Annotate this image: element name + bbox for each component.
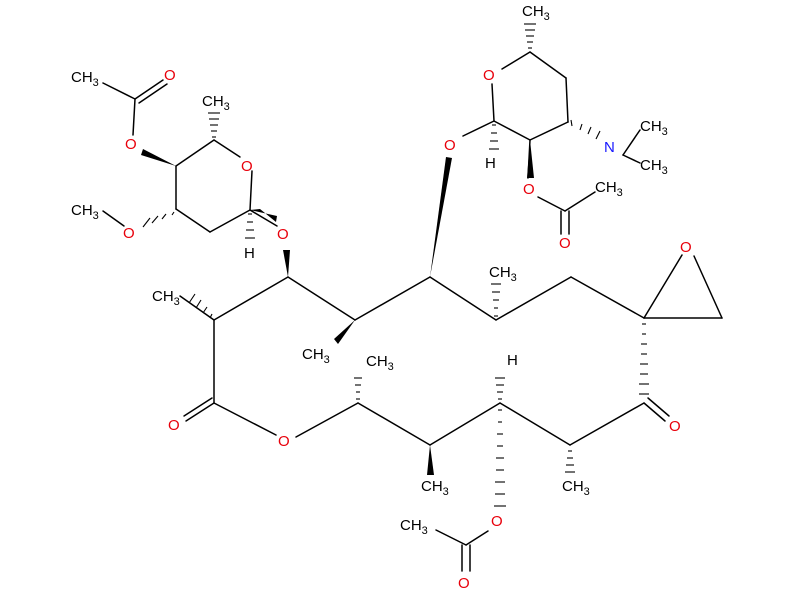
atom-ch3: CH3 — [640, 118, 668, 138]
atom-o: O — [277, 226, 289, 243]
bond — [175, 139, 215, 167]
bond — [209, 209, 251, 233]
atom-labels: O CH3 O CH3 O CH3 O H O CH3 O O H N CH3 … — [71, 3, 692, 592]
bond — [622, 154, 641, 164]
bonds — [102, 51, 723, 572]
wedge-bond — [250, 209, 277, 222]
bond — [357, 402, 431, 446]
bond — [102, 82, 136, 100]
bond — [354, 276, 431, 321]
bond — [529, 121, 569, 141]
bond — [132, 98, 136, 136]
atom-o: O — [125, 136, 137, 153]
atom-h: H — [244, 245, 255, 262]
atom-ch3: CH3 — [71, 202, 99, 222]
atom-ch3: CH3 — [522, 3, 550, 23]
atom-ch3: CH3 — [640, 157, 668, 177]
atom-ch3: CH3 — [366, 353, 394, 373]
hashed-bonds — [142, 23, 649, 507]
bond — [429, 276, 497, 321]
bond — [570, 276, 645, 319]
atom-o: O — [168, 417, 180, 434]
atom-o: O — [278, 433, 290, 450]
bond — [643, 402, 666, 422]
bond — [564, 191, 596, 212]
bond — [499, 402, 571, 446]
wedge-bond — [430, 157, 452, 277]
bond — [622, 129, 641, 156]
atom-ch3: CH3 — [302, 346, 330, 366]
atom-ch3: CH3 — [489, 264, 517, 284]
bond — [495, 276, 572, 321]
bond — [643, 254, 683, 319]
bond — [529, 51, 567, 79]
bond — [213, 139, 241, 158]
bond — [501, 51, 531, 70]
atom-ch3: CH3 — [595, 179, 623, 199]
bond — [647, 397, 670, 417]
wedge-bond — [141, 149, 176, 166]
bond — [295, 402, 359, 438]
wedge-bond — [283, 250, 290, 277]
bond — [565, 77, 569, 123]
bond — [462, 120, 495, 137]
wedge-bond — [334, 320, 355, 344]
atom-ch3: CH3 — [562, 478, 590, 498]
bond — [249, 170, 253, 211]
bond — [185, 402, 215, 422]
atom-o: O — [458, 575, 470, 592]
atom-o: O — [123, 225, 135, 242]
bond — [183, 397, 213, 417]
atom-o: O — [669, 418, 681, 435]
bond — [491, 83, 495, 122]
atom-o: O — [523, 181, 535, 198]
wedge-bonds — [141, 140, 534, 475]
bond — [537, 196, 566, 212]
atom-n: N — [604, 139, 615, 156]
bond — [213, 276, 289, 321]
atom-ch3: CH3 — [202, 93, 230, 113]
atom-h: H — [485, 155, 496, 172]
bond — [213, 402, 277, 436]
atom-o: O — [559, 235, 571, 252]
bond — [435, 529, 467, 546]
bond — [287, 276, 356, 321]
bond — [429, 402, 501, 446]
atom-h: H — [507, 352, 518, 369]
atom-o: O — [680, 239, 692, 256]
atom-o: O — [164, 67, 176, 84]
atom-o: O — [491, 513, 503, 530]
bond — [569, 402, 645, 446]
bond — [179, 295, 215, 321]
bond — [493, 120, 531, 141]
bond — [138, 83, 168, 104]
atom-o: O — [483, 67, 495, 84]
wedge-bond — [527, 140, 534, 178]
atom-ch3: CH3 — [400, 517, 428, 537]
bond — [249, 209, 278, 227]
bond — [465, 530, 489, 546]
atom-o: O — [444, 137, 456, 154]
atom-o: O — [241, 158, 253, 175]
atom-ch3: CH3 — [152, 288, 180, 308]
bond — [175, 208, 211, 233]
bond — [693, 255, 723, 319]
bond — [102, 210, 125, 227]
atom-ch3: CH3 — [421, 478, 449, 498]
bond — [134, 79, 164, 100]
atom-ch3: CH3 — [71, 69, 99, 89]
wedge-bond — [427, 445, 434, 475]
